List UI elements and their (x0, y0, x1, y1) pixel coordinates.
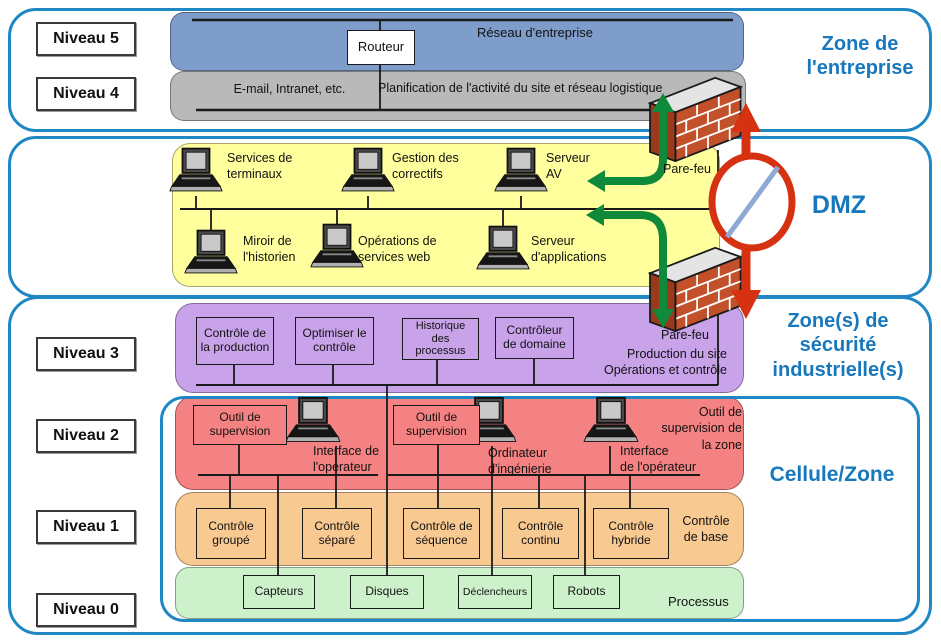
industrial-zone-title: Zone(s) de sécurité industrielle(s) (772, 310, 904, 381)
sensors-node: Capteurs (243, 575, 315, 609)
cell-zone-title: Cellule/Zone (769, 463, 895, 486)
dmz-zone-outline (8, 136, 932, 298)
continuous-control-node: Contrôle continu (502, 508, 579, 559)
operator-interface-label: Interface de l'opérateur (313, 444, 380, 475)
patch-management-label: Gestion des correctifs (392, 151, 459, 182)
sequence-control-node: Contrôle de séquence (403, 508, 480, 559)
level-4-text: Niveau 4 (53, 85, 119, 102)
level-0-label: Niveau 0 (36, 593, 136, 627)
production-control-node: Contrôle de la production (196, 317, 274, 365)
cell-zone-outline (160, 396, 920, 622)
web-services-label: Opérations de services web (358, 234, 437, 265)
dmz-zone-title: DMZ (811, 191, 867, 219)
engineering-computer-label: Ordinateur d'ingénierie (488, 446, 552, 477)
site-planning-label: Planification de l'activité du site et r… (378, 81, 663, 95)
industrial-zone-outline (8, 296, 932, 635)
router-node: Routeur (347, 30, 415, 65)
domain-controller-node: Contrôleur de domaine (495, 317, 574, 359)
level-3-label: Niveau 3 (36, 337, 136, 371)
application-server-label: Serveur d'applications (531, 234, 607, 265)
supervision-tool-node: Outil de supervision (193, 405, 287, 445)
zone-supervision-label: Outil de supervision de la zone (661, 405, 742, 452)
separate-control-node: Contrôle séparé (302, 508, 372, 559)
enterprise-zone-outline (8, 8, 932, 132)
site-production-label: Production du site Opérations et contrôl… (604, 347, 727, 378)
process-history-node: Historique des processus (402, 318, 479, 360)
drives-node: Disques (350, 575, 424, 609)
actuators-node: Déclencheurs (458, 575, 532, 609)
historian-mirror-label: Miroir de l'historien (243, 234, 296, 265)
supervision-tool-node: Outil de supervision (393, 405, 480, 445)
enterprise-network-band (170, 12, 744, 71)
basic-control-label: Contrôle de base (682, 514, 730, 545)
level-1-text: Niveau 1 (53, 518, 119, 535)
av-server-label: Serveur AV (546, 151, 590, 182)
operator-interface-label: Interface de l'opérateur (620, 444, 697, 475)
level-5-text: Niveau 5 (53, 30, 119, 47)
process-label: Processus (668, 594, 729, 609)
grouped-control-node: Contrôle groupé (196, 508, 266, 559)
level-2-text: Niveau 2 (53, 427, 119, 444)
enterprise-network-label: Réseau d'entreprise (477, 25, 593, 40)
level-4-label: Niveau 4 (36, 77, 136, 111)
level-0-text: Niveau 0 (53, 601, 119, 618)
level-5-label: Niveau 5 (36, 22, 136, 56)
firewall-top-label: Pare-feu (663, 162, 711, 176)
terminal-services-label: Services de terminaux (227, 151, 293, 182)
hybrid-control-node: Contrôle hybride (593, 508, 669, 559)
email-intranet-label: E-mail, Intranet, etc. (233, 82, 346, 96)
level-1-label: Niveau 1 (36, 510, 136, 544)
optimize-control-node: Optimiser le contrôle (295, 317, 374, 365)
enterprise-zone-title: Zone de l'entreprise (806, 33, 914, 80)
level-3-text: Niveau 3 (53, 345, 119, 362)
robots-node: Robots (553, 575, 620, 609)
firewall-bottom-label: Pare-feu (661, 328, 709, 342)
level-2-label: Niveau 2 (36, 419, 136, 453)
